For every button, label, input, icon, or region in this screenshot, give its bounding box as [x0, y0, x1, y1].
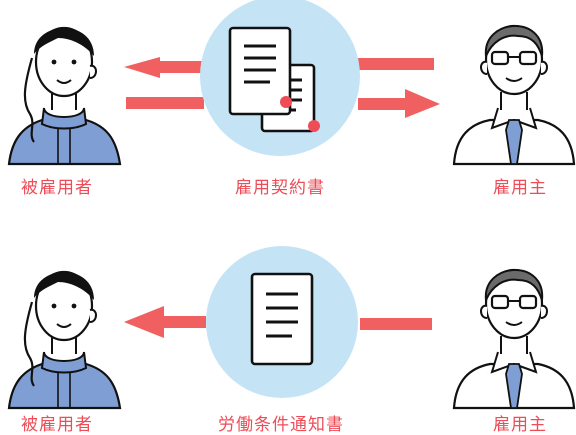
- two-documents-icon: [228, 26, 320, 133]
- row1-right-arrow: [358, 89, 440, 118]
- row1-left-arrow: [124, 57, 204, 78]
- row2-left-arrow: [124, 306, 206, 338]
- row1-lower-left-bar: [126, 97, 204, 109]
- row1-upper-right-bar: [358, 58, 434, 70]
- employer-man-icon: [452, 24, 576, 166]
- employee-woman-icon: [7, 26, 122, 166]
- row2-right-bar: [360, 318, 432, 330]
- employer-man-icon: [452, 268, 576, 410]
- row1-employee-label: 被雇用者: [21, 178, 93, 198]
- row1-employer-label: 雇用主: [493, 178, 547, 198]
- row2-employee-label: 被雇用者: [21, 415, 93, 435]
- row2-employer-label: 雇用主: [493, 415, 547, 435]
- row2-notice-label: 労働条件通知書: [218, 415, 344, 435]
- row1-contract-label: 雇用契約書: [235, 178, 325, 198]
- single-document-icon: [250, 272, 314, 366]
- employee-woman-icon: [7, 270, 122, 410]
